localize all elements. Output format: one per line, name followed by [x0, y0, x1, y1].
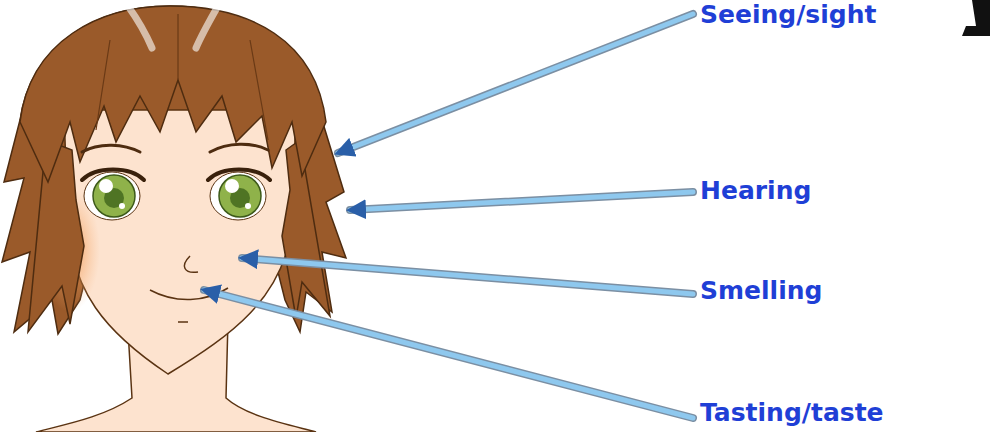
- hair-highlight: [128, 6, 218, 48]
- eyebrow: [82, 145, 140, 152]
- hair-line: [96, 14, 268, 140]
- hair-strand: [28, 140, 84, 332]
- eyebrow: [210, 144, 268, 152]
- sense-label: Seeing/sight: [700, 0, 876, 30]
- corner-mark: [962, 0, 990, 36]
- sense-label: Smelling: [700, 276, 822, 306]
- nose: [184, 256, 198, 272]
- hair-bangs: [20, 6, 326, 182]
- sense-label: Hearing: [700, 176, 811, 206]
- eye: [82, 170, 144, 221]
- leader-arrows: [204, 14, 693, 418]
- chin-mark: [178, 321, 188, 323]
- eye: [208, 170, 270, 221]
- sense-label: Tasting/taste: [700, 398, 884, 428]
